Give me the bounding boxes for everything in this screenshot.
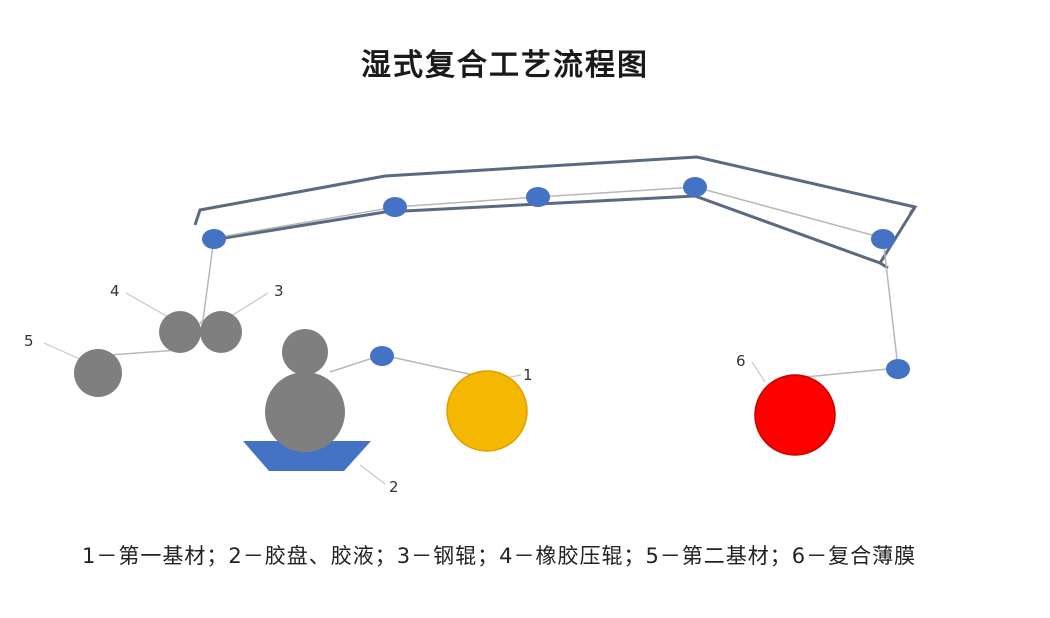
legend-caption: 1－第一基材；2－胶盘、胶液；3－钢辊；4－橡胶压辊；5－第二基材；6－复合薄膜: [82, 544, 917, 568]
guide-roller: [202, 229, 226, 249]
label-1: 1: [523, 366, 533, 384]
label-5: 5: [24, 332, 34, 350]
label-4: 4: [110, 282, 120, 300]
glue-roller: [265, 372, 345, 452]
steel-roller-3: [200, 311, 242, 353]
guide-roller: [886, 359, 910, 379]
rubber-pressure-roller-4: [159, 311, 201, 353]
guide-roller: [683, 177, 707, 197]
oven-top-outline: [193, 155, 918, 226]
label-3: 3: [274, 282, 284, 300]
guide-roller: [871, 229, 895, 249]
steel-roller-top: [282, 329, 328, 375]
guide-roller: [370, 346, 394, 366]
guide-roller: [526, 187, 550, 207]
second-substrate-roll-5: [74, 349, 122, 397]
oven-bottom-outline: [211, 194, 889, 270]
composite-film-roll-6: [754, 374, 836, 456]
guide-roller: [383, 197, 407, 217]
guide-rollers: [202, 177, 910, 379]
label-2: 2: [389, 478, 399, 496]
first-substrate-roll-1: [446, 370, 528, 452]
glue-tray: [243, 441, 371, 471]
page-title: 湿式复合工艺流程图: [361, 48, 649, 83]
label-leaders: [43, 292, 766, 485]
oven-right-edge: [878, 206, 917, 264]
label-6: 6: [736, 352, 746, 370]
